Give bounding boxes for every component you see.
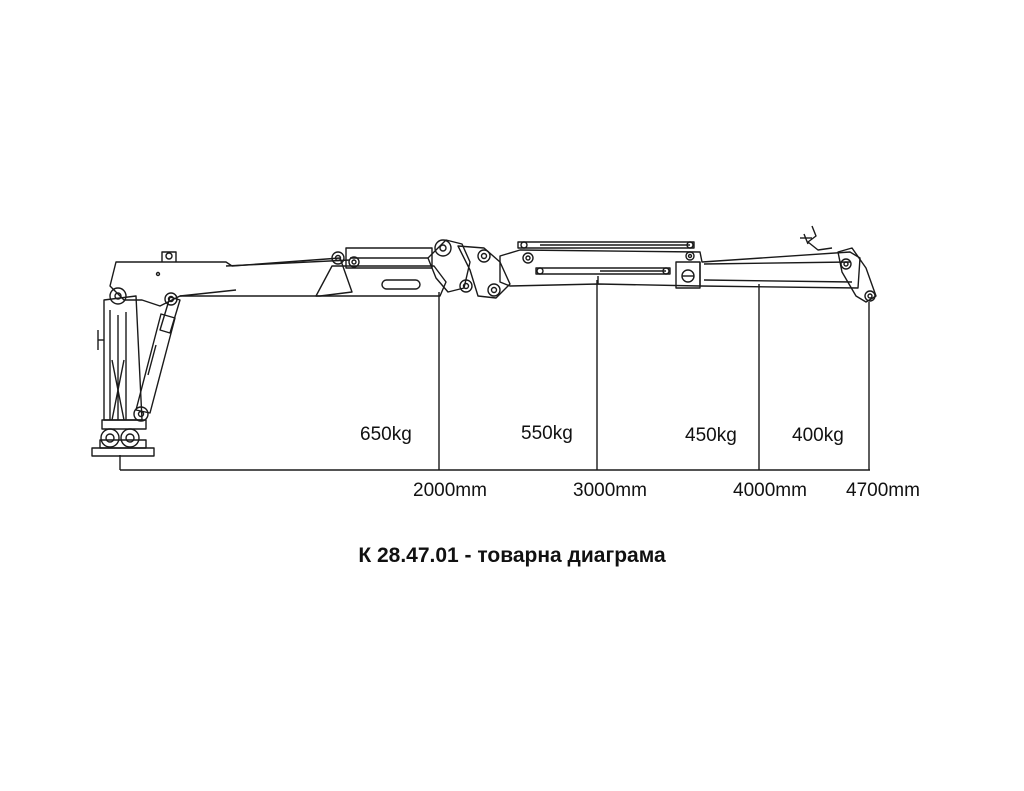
distance-label-4700: 4700mm: [846, 480, 920, 501]
distance-label-2000: 2000mm: [413, 480, 487, 501]
outer-boom: [499, 241, 861, 289]
load-label-550: 550kg: [521, 423, 573, 444]
load-label-400: 400kg: [792, 425, 844, 446]
load-label-650: 650kg: [360, 424, 412, 445]
knuckle-section: [315, 239, 511, 299]
distance-label-4000: 4000mm: [733, 480, 807, 501]
load-label-450: 450kg: [685, 425, 737, 446]
diagram-title: К 28.47.01 - товарна диаграма: [358, 544, 666, 567]
inner-boom: [109, 251, 353, 307]
crane-base: [91, 419, 155, 457]
boom-tip: [800, 225, 877, 303]
crane-column: [97, 287, 143, 421]
distance-label-3000: 3000mm: [573, 480, 647, 501]
